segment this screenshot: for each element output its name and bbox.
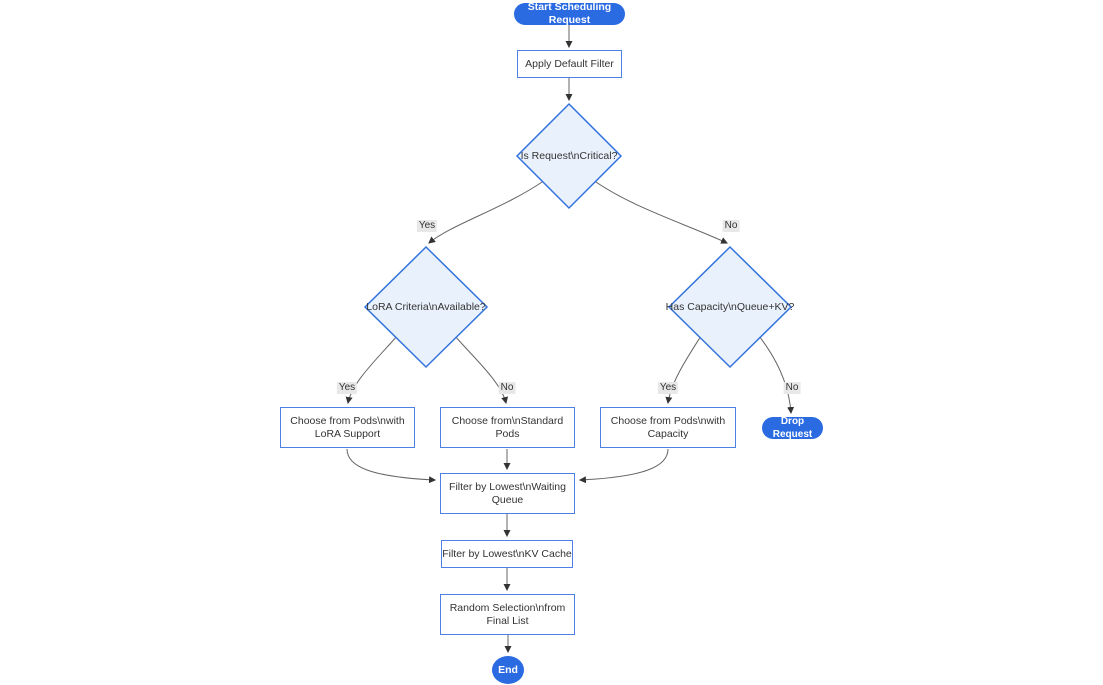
node-random-selection: Random Selection\nfrom Final List bbox=[440, 594, 575, 635]
node-apply-default-filter: Apply Default Filter bbox=[517, 50, 622, 78]
node-start-label: Start Scheduling Request bbox=[527, 1, 612, 26]
edge-label-critical-no: No bbox=[722, 220, 740, 232]
node-apply-default-filter-label: Apply Default Filter bbox=[525, 57, 614, 70]
node-filter-waiting-queue: Filter by Lowest\nWaiting Queue bbox=[440, 473, 575, 514]
decision-diamond-has-capacity bbox=[667, 245, 793, 369]
node-filter-waiting-queue-line2: Queue bbox=[491, 493, 524, 506]
edge-lora-no bbox=[454, 335, 509, 405]
node-filter-waiting-queue-line1: Filter by Lowest\nWaiting bbox=[449, 480, 566, 493]
node-choose-lora-pods-line1: Choose from Pods\nwith bbox=[290, 414, 405, 427]
node-random-selection-line1: Random Selection\nfrom bbox=[449, 601, 566, 614]
node-random-selection-line2: Final List bbox=[486, 614, 529, 627]
node-choose-capacity-pods-line1: Choose from Pods\nwith bbox=[610, 414, 726, 427]
node-choose-lora-pods: Choose from Pods\nwith LoRA Support bbox=[280, 407, 415, 448]
edge-label-capacity-no: No bbox=[783, 382, 801, 394]
node-end-label: End bbox=[498, 663, 518, 676]
edge-label-lora-no: No bbox=[498, 382, 516, 394]
edge-capacitypods-to-filterqueue bbox=[578, 448, 669, 484]
edge-label-lora-yes: Yes bbox=[336, 382, 358, 394]
node-start: Start Scheduling Request bbox=[514, 1, 625, 26]
node-end: End bbox=[492, 656, 524, 684]
edge-capacity-yes bbox=[665, 335, 702, 405]
node-choose-standard-pods: Choose from\nStandard Pods bbox=[440, 407, 575, 448]
edge-lora-yes bbox=[345, 335, 398, 405]
node-choose-capacity-pods: Choose from Pods\nwith Capacity bbox=[600, 407, 736, 448]
edge-label-capacity-yes: Yes bbox=[657, 382, 679, 394]
node-choose-lora-pods-line2: LoRA Support bbox=[314, 427, 381, 440]
edge-critical-no bbox=[592, 179, 728, 244]
edge-critical-yes bbox=[428, 179, 546, 244]
node-drop-request-label: Drop Request bbox=[772, 416, 813, 440]
decision-diamond-is-critical bbox=[515, 102, 623, 210]
node-choose-standard-pods-line2: Pods bbox=[495, 427, 520, 440]
node-drop-request: Drop Request bbox=[762, 416, 823, 440]
node-choose-capacity-pods-line2: Capacity bbox=[647, 427, 689, 440]
edge-lorapods-to-filterqueue bbox=[346, 448, 437, 484]
node-filter-kv-cache: Filter by Lowest\nKV Cache bbox=[441, 540, 573, 568]
node-choose-standard-pods-line1: Choose from\nStandard bbox=[451, 414, 564, 427]
decision-diamond-lora-criteria bbox=[363, 245, 489, 369]
edge-label-critical-yes: Yes bbox=[416, 220, 438, 232]
node-filter-kv-cache-label: Filter by Lowest\nKV Cache bbox=[442, 547, 572, 560]
edge-capacity-no bbox=[758, 335, 795, 415]
